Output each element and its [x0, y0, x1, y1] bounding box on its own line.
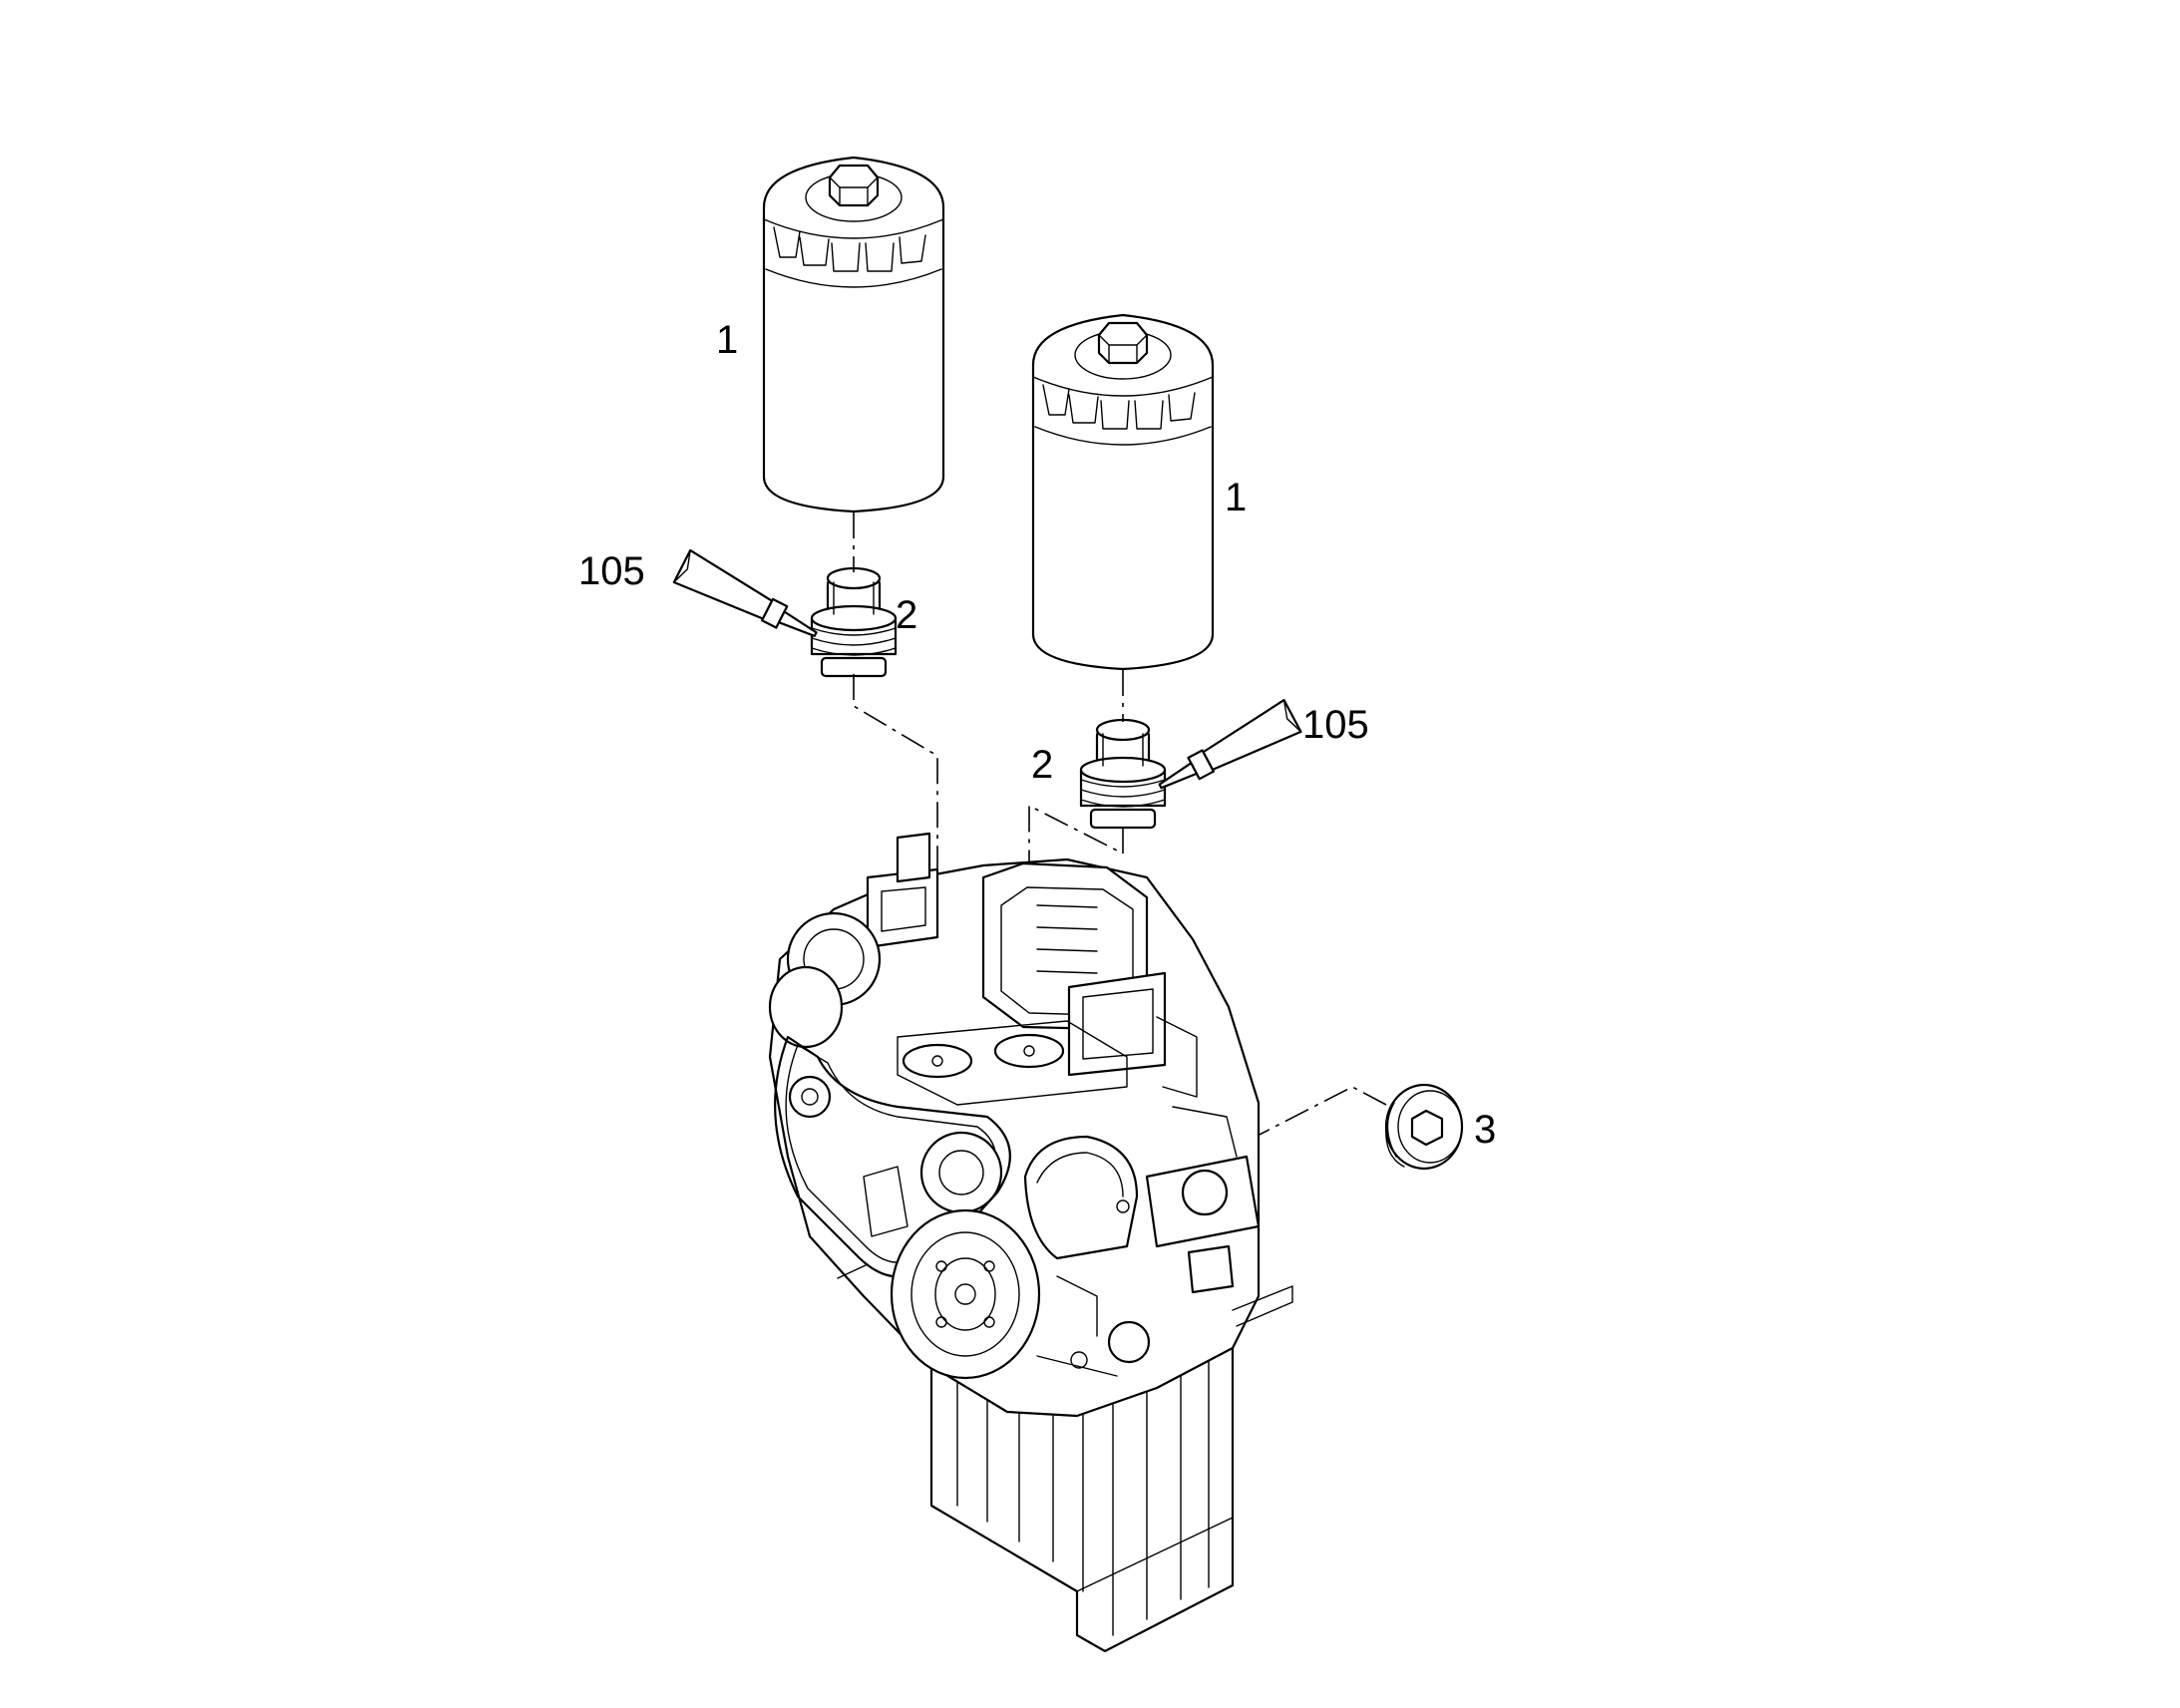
callout-sealant-left: 105 [578, 549, 645, 593]
hex-plug [1384, 1083, 1464, 1171]
callout-adapter-left: 2 [896, 593, 917, 637]
callout-adapter-right: 2 [1031, 743, 1053, 787]
callout-filter-right: 1 [1225, 476, 1247, 519]
callout-sealant-right: 105 [1302, 703, 1369, 747]
filter-left [762, 156, 945, 513]
filter-right [1031, 313, 1215, 671]
adapter-left [810, 566, 898, 678]
callout-filter-left: 1 [716, 318, 738, 362]
callout-plug: 3 [1474, 1108, 1496, 1152]
sealant-tube-left [672, 548, 825, 652]
engine-assembly [768, 832, 1293, 1653]
sealant-tube-right [1151, 699, 1302, 804]
adapter-right [1079, 718, 1167, 830]
